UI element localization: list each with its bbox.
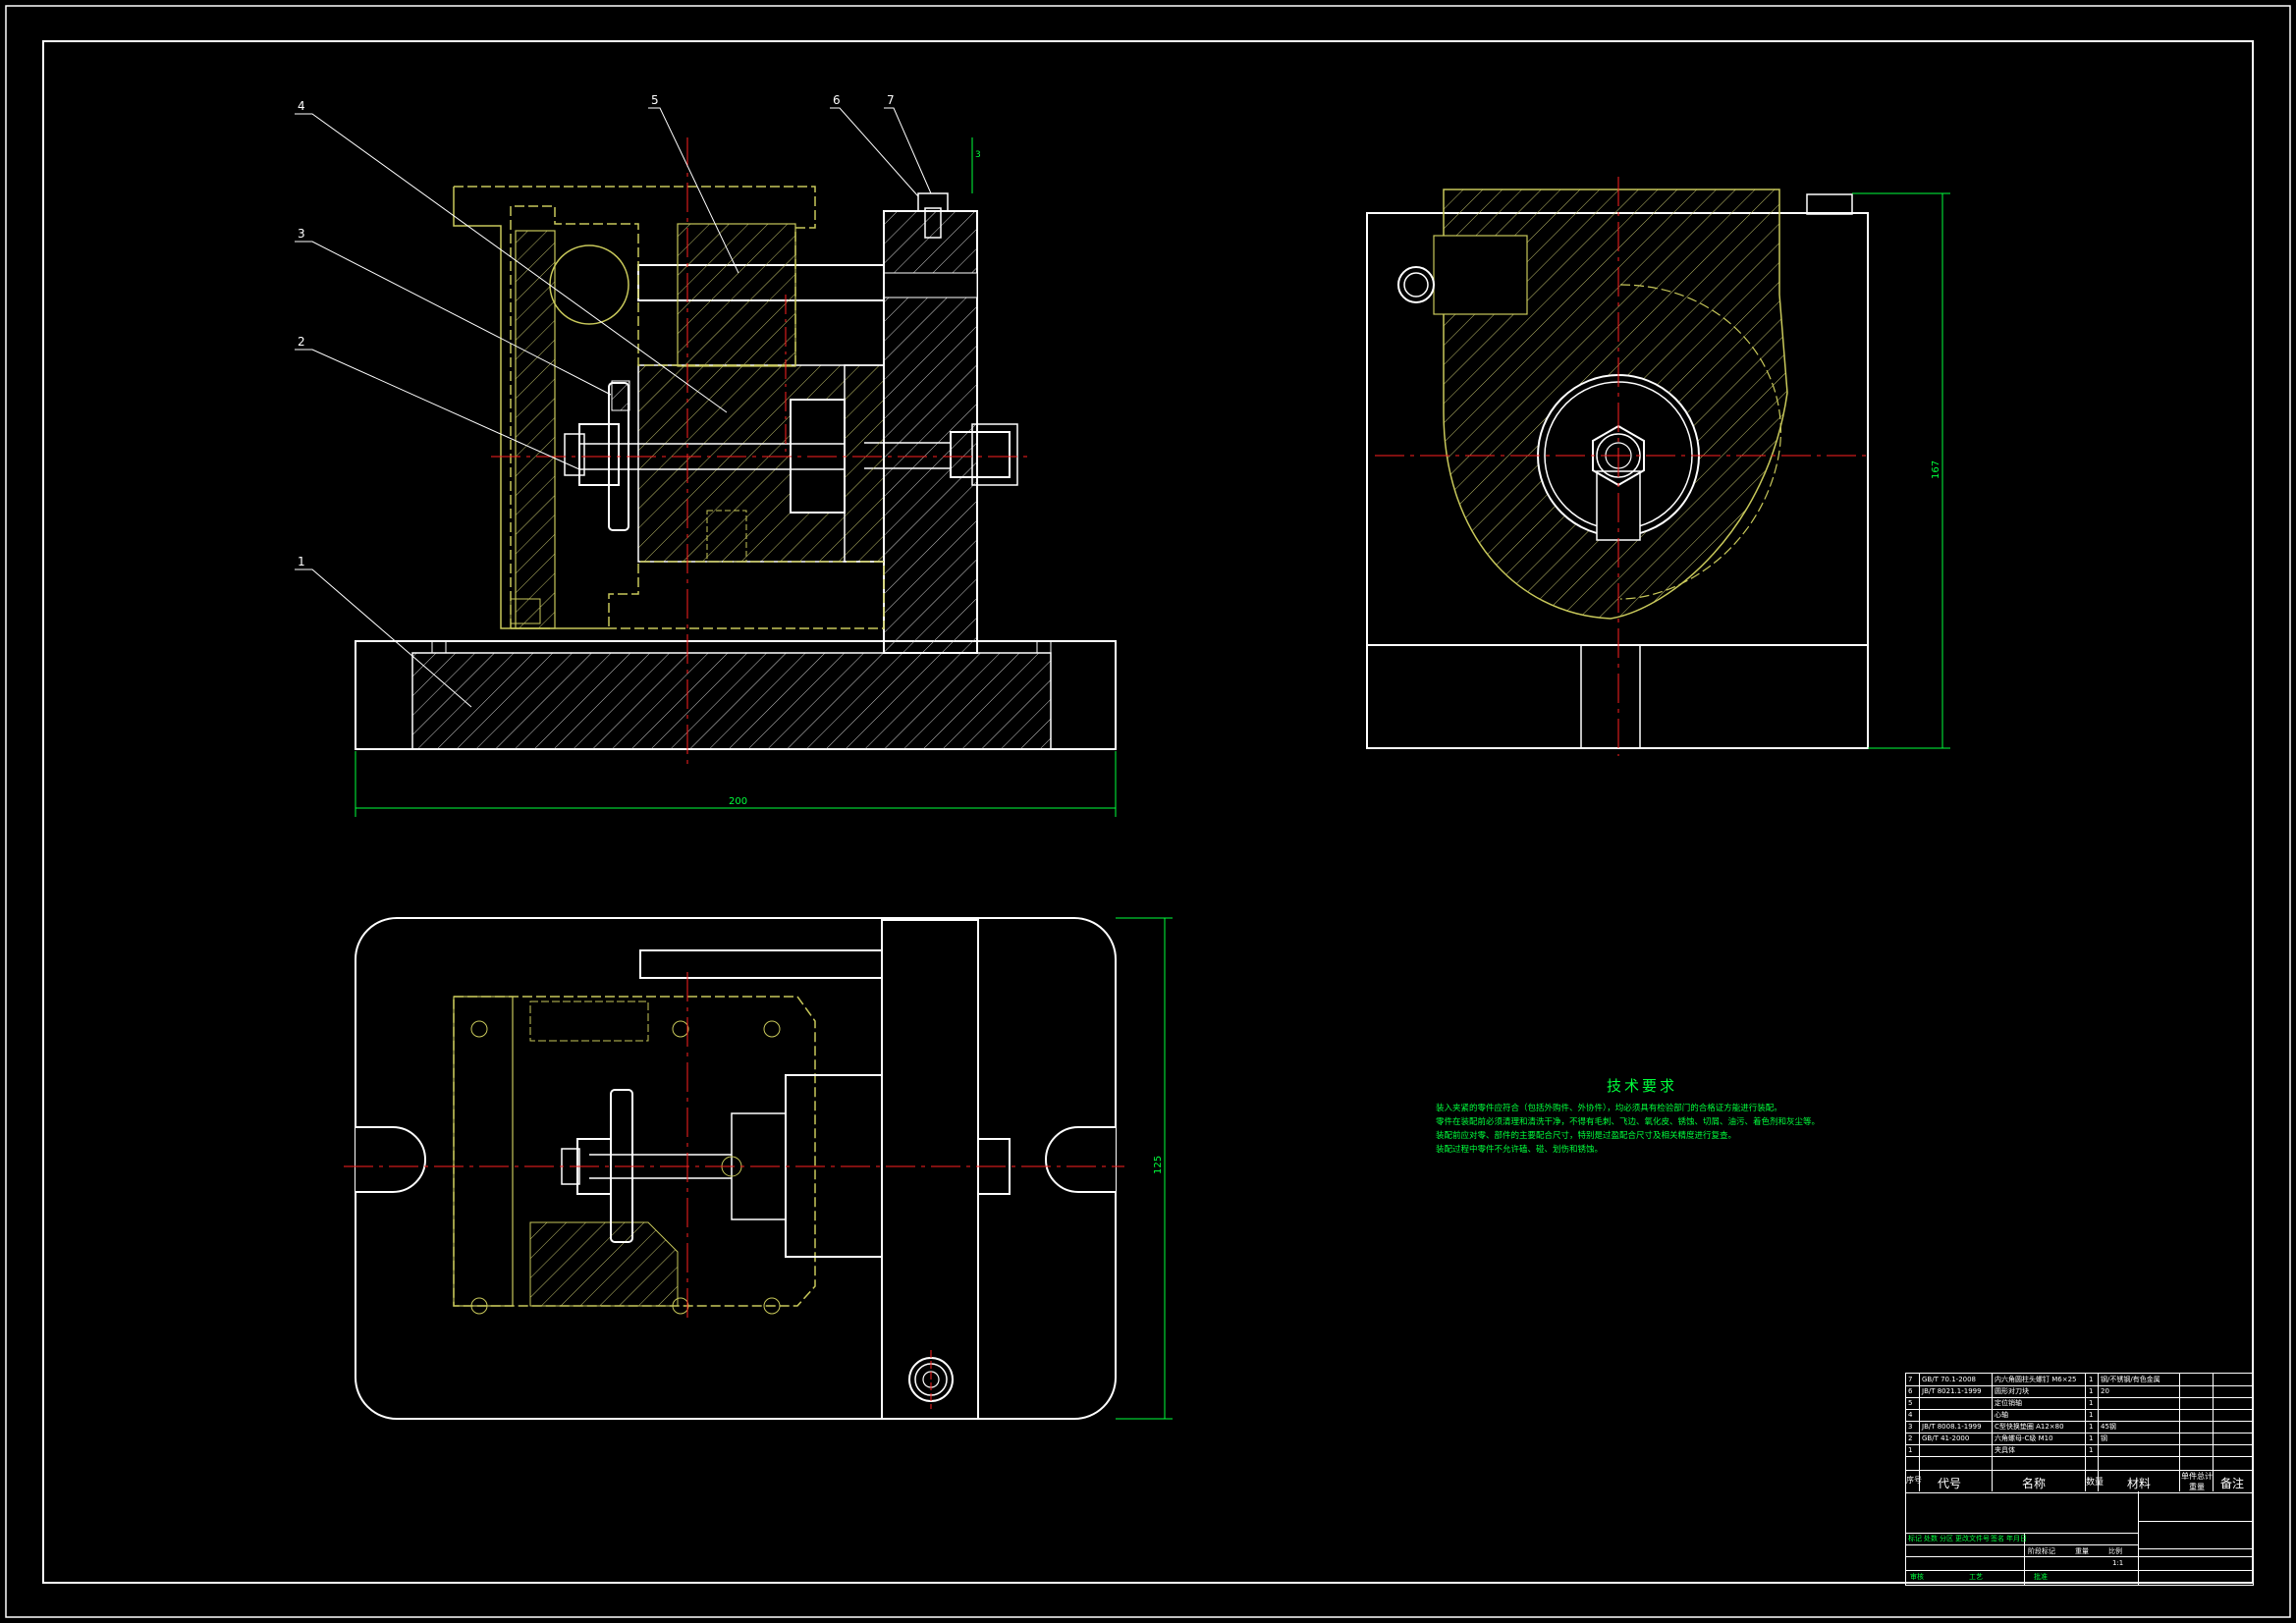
outer-border xyxy=(5,5,2291,1618)
bom-row: 5 定位销轴 1 xyxy=(1906,1397,2253,1410)
tech-line-2: 零件在装配前必须清理和清洗干净，不得有毛刺、飞边、氧化皮、锈蚀、切屑、油污、着色… xyxy=(1436,1117,1821,1127)
dim-side-height: 167 xyxy=(1931,460,1941,479)
header-material: 材料 xyxy=(2127,1477,2152,1490)
tech-title: 技术要求 xyxy=(1606,1077,1677,1095)
bom-row: 6 JB/T 8021.1-1999 圆形对刀块 1 20 xyxy=(1906,1385,2253,1398)
lower-label: 签名 xyxy=(1991,1535,2004,1542)
bom-row: 7 GB/T 70.1-2008 内六角圆柱头螺钉 M6×25 1 钢/不锈钢/… xyxy=(1906,1374,2253,1386)
dim-top-small: 3 xyxy=(975,150,981,160)
inner-border xyxy=(42,40,2254,1584)
scale-value: 1:1 xyxy=(2112,1559,2124,1567)
scale-label: 比例 xyxy=(2108,1547,2122,1555)
lower-label: 标记 xyxy=(1908,1535,1922,1542)
stage-label: 阶段标记 xyxy=(2028,1547,2055,1555)
process-label: 工艺 xyxy=(1969,1573,1983,1581)
review-label: 审核 xyxy=(1910,1573,1924,1581)
balloon-4: 4 xyxy=(298,99,305,113)
tech-line-1: 装入夹紧的零件应符合（包括外购件、外协件），均必须具有检验部门的合格证方能进行装… xyxy=(1436,1104,1782,1113)
bom-row: 2 GB/T 41-2000 六角螺母-C级 M10 1 钢 xyxy=(1906,1433,2253,1445)
bom-row: 3 JB/T 8008.1-1999 C型快换垫圈 A12×80 1 45钢 xyxy=(1906,1421,2253,1434)
balloon-3: 3 xyxy=(298,227,305,241)
bom-row: 4 心轴 1 xyxy=(1906,1409,2253,1422)
front-view xyxy=(295,107,1117,817)
approve-label: 批准 xyxy=(2034,1573,2048,1581)
header-name: 名称 xyxy=(2022,1477,2047,1490)
base-plate-top xyxy=(355,917,1117,1420)
lower-label: 年月日 xyxy=(2006,1535,2027,1542)
balloon-6: 6 xyxy=(833,93,841,107)
header-no: 序号 xyxy=(1906,1476,1922,1485)
dim-top-height: 125 xyxy=(1153,1156,1164,1174)
side-view xyxy=(1366,177,1950,756)
header-qty: 数量 xyxy=(2086,1478,2105,1488)
balloon-5: 5 xyxy=(651,93,659,107)
balloon-1: 1 xyxy=(298,555,305,568)
technical-requirements: 技术要求 装入夹紧的零件应符合（包括外购件、外协件），均必须具有检验部门的合格证… xyxy=(1436,1075,1848,1157)
bom-row: 1 夹具体 1 xyxy=(1906,1444,2253,1457)
title-block: 7 GB/T 70.1-2008 内六角圆柱头螺钉 M6×25 1 钢/不锈钢/… xyxy=(1905,1373,2254,1586)
top-view xyxy=(344,917,1173,1420)
dim-front-width: 200 xyxy=(729,796,747,807)
workpiece-outline xyxy=(454,186,885,629)
lower-label: 更改文件号 xyxy=(1955,1535,1990,1542)
header-code: 代号 xyxy=(1938,1477,1962,1490)
tech-line-3: 装配前应对零、部件的主要配合尺寸，特别是过盈配合尺寸及相关精度进行复查。 xyxy=(1436,1131,1737,1141)
balloon-2: 2 xyxy=(298,335,305,349)
lower-label: 分区 xyxy=(1940,1535,1953,1542)
header-remark: 备注 xyxy=(2220,1477,2245,1490)
lower-label: 处数 xyxy=(1924,1535,1938,1542)
header-weight: 重量 xyxy=(2189,1483,2205,1491)
weight-label: 重量 xyxy=(2075,1547,2089,1555)
header-unit: 单件 xyxy=(2181,1472,2197,1481)
header-total: 总计 xyxy=(2197,1472,2213,1481)
tech-line-4: 装配过程中零件不允许磕、碰、划伤和锈蚀。 xyxy=(1436,1145,1604,1155)
balloon-7: 7 xyxy=(887,93,895,107)
